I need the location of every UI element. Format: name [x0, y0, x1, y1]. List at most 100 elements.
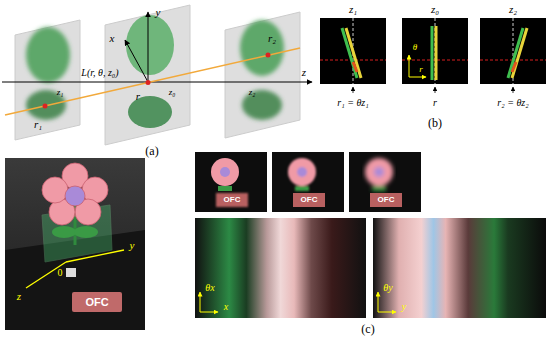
- flower-center: [297, 167, 307, 177]
- point-r: [146, 80, 151, 85]
- light-field-label: L(r, θ, z₀): [81, 67, 118, 78]
- flower-medium: [288, 158, 316, 191]
- axis-label: θx: [205, 282, 214, 293]
- dashed-guides: [353, 18, 513, 84]
- theta-x-axis: [200, 292, 201, 312]
- epi-slice-y: [373, 218, 546, 318]
- flower: [42, 163, 108, 225]
- light-field-line: [353, 62, 357, 72]
- phase-space-plot: [320, 18, 386, 84]
- leaf: [52, 226, 76, 238]
- light-field-line: [431, 26, 434, 80]
- photo-background: [272, 152, 344, 212]
- y-axis: [148, 12, 149, 82]
- point-label: r: [433, 97, 437, 108]
- x-axis: [200, 312, 218, 313]
- sign-text: OFC: [301, 196, 318, 205]
- flower-center: [65, 186, 85, 206]
- panel-a: [2, 5, 312, 145]
- flower: [211, 158, 239, 186]
- z-axis: [26, 262, 66, 288]
- z-axis: [2, 82, 312, 83]
- point-r1: [43, 104, 48, 109]
- sign-text: OFC: [378, 196, 395, 205]
- photo-background: [195, 152, 267, 212]
- equation-label: r₂ = θz₂: [497, 97, 528, 108]
- panel-label: (b): [428, 117, 442, 130]
- plane-label: z₀: [169, 88, 176, 98]
- leaf: [74, 226, 98, 238]
- axis-label: y: [130, 239, 135, 251]
- axis-label: z: [302, 66, 306, 78]
- point-r2: [266, 53, 271, 58]
- axis-label: z: [17, 290, 21, 302]
- plot-title: z₀: [431, 3, 439, 15]
- sign-text: OFC: [85, 296, 108, 308]
- axis-label: x: [224, 301, 228, 312]
- ofc-block: [370, 193, 402, 207]
- light-field-line: [346, 28, 361, 78]
- r-axis: [409, 77, 426, 78]
- panel-label: (c): [361, 323, 374, 336]
- flower-blob: [240, 20, 284, 76]
- epi-slice-x: [195, 218, 366, 318]
- pointer-arrow: [513, 87, 514, 93]
- y-axis: [378, 312, 396, 313]
- flower: [365, 158, 393, 186]
- axis-label: x: [110, 32, 115, 44]
- flower-blob: [126, 15, 174, 75]
- pointer-arrow: [353, 87, 354, 93]
- axis-label: y: [156, 6, 161, 18]
- flower-sharp: [211, 158, 239, 191]
- flower-blurred: [365, 158, 393, 191]
- flower: [288, 158, 316, 186]
- flower-blob: [26, 27, 70, 83]
- theta-axis: [409, 55, 410, 77]
- plane-label: z₂: [249, 88, 256, 98]
- pointer-arrow: [435, 87, 436, 93]
- leaf-blob: [128, 96, 172, 128]
- point-label: r₁: [34, 118, 42, 130]
- refocused-images: [195, 152, 546, 318]
- point-label: r: [136, 90, 140, 102]
- panel-b: [320, 18, 546, 93]
- y-axis: [66, 250, 124, 262]
- guide-line: [435, 18, 436, 84]
- flower-center: [220, 167, 230, 177]
- scene-photo: [5, 158, 145, 330]
- flower-center: [374, 167, 384, 177]
- sign-text: OFC: [224, 196, 241, 205]
- axis-label: r: [419, 65, 423, 75]
- plot-title: z₁: [349, 3, 357, 15]
- phase-space-plot: [480, 18, 546, 84]
- point-label: r₂: [268, 32, 276, 44]
- light-field-line: [435, 26, 438, 80]
- phase-space-plot: [402, 18, 468, 84]
- small-cube: [66, 268, 76, 277]
- sharp-flower: [126, 15, 174, 128]
- image-plane: [225, 12, 300, 138]
- ofc-block: [293, 193, 325, 207]
- x-axis: [125, 40, 148, 82]
- ofc-block: [216, 193, 248, 207]
- panel-label: (a): [145, 145, 158, 158]
- axis-label: θ: [413, 43, 417, 53]
- ofc-block: [72, 292, 122, 312]
- axis-label: θy: [383, 282, 392, 293]
- light-ray: [5, 48, 300, 115]
- leaf: [372, 186, 386, 191]
- photo-background: [349, 152, 421, 212]
- origin-label: 0: [58, 267, 63, 278]
- blurred-flower: [240, 20, 284, 120]
- leaf-blob: [242, 90, 282, 120]
- leaf: [218, 186, 232, 191]
- image-plane: [15, 20, 80, 140]
- plane-label: z₁: [57, 88, 64, 98]
- light-field-line: [512, 62, 516, 72]
- petal: [42, 177, 68, 203]
- photo-background: [5, 158, 145, 330]
- theta-y-axis: [378, 292, 379, 312]
- light-field-line: [512, 28, 527, 78]
